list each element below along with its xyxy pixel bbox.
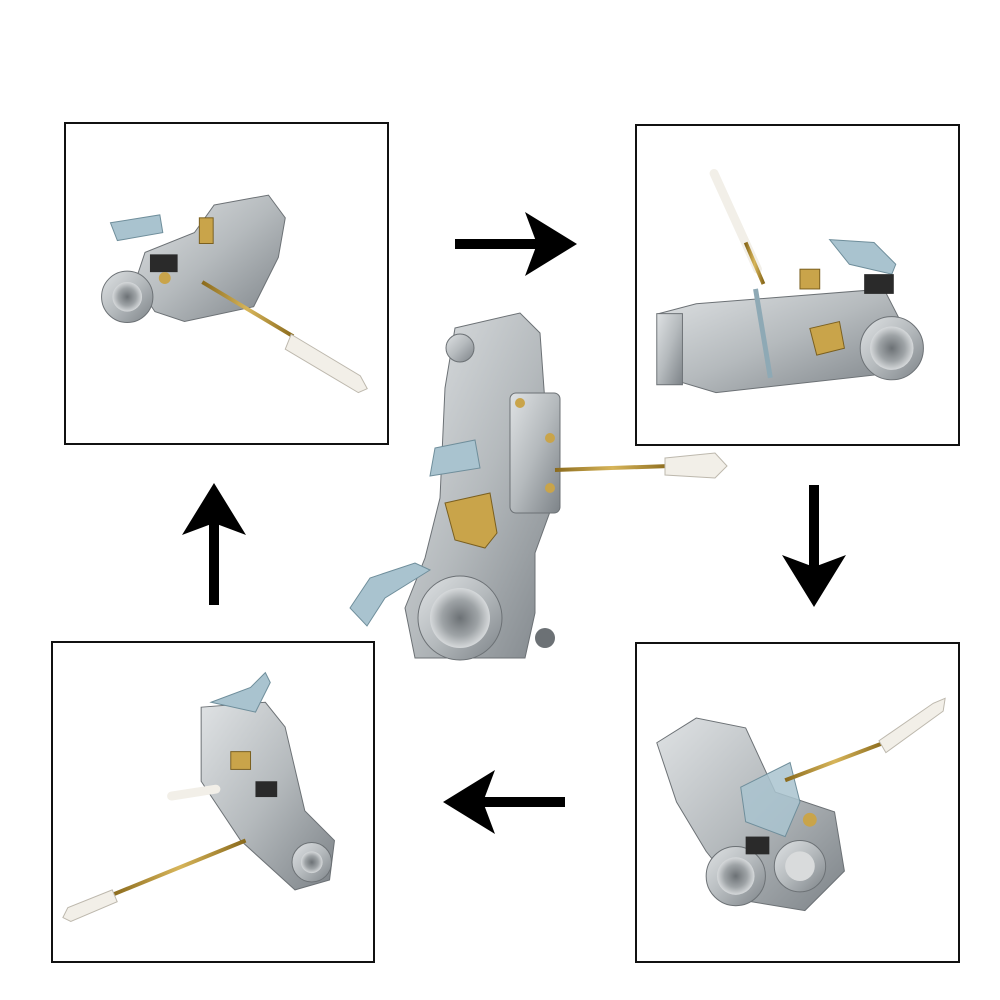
arrow-down-icon — [782, 485, 846, 607]
view-center-image — [345, 308, 735, 670]
carburetor-view-top-right — [656, 168, 924, 394]
arrow-right — [455, 212, 580, 276]
arrow-down — [782, 485, 846, 610]
arrow-up-icon — [182, 483, 246, 605]
carburetor-view-center — [349, 312, 728, 661]
view-top-left-frame — [64, 122, 389, 445]
arrow-left-icon — [443, 770, 565, 834]
view-bottom-right-frame — [635, 642, 960, 963]
arrow-up — [182, 480, 246, 605]
view-bottom-left-frame — [51, 641, 375, 963]
arrow-left — [440, 770, 565, 834]
arrow-right-icon — [455, 212, 577, 276]
carburetor-view-top-left — [101, 194, 368, 394]
view-top-right-frame — [635, 124, 960, 446]
carburetor-view-bottom-left — [62, 671, 335, 923]
carburetor-view-bottom-right — [656, 697, 946, 912]
